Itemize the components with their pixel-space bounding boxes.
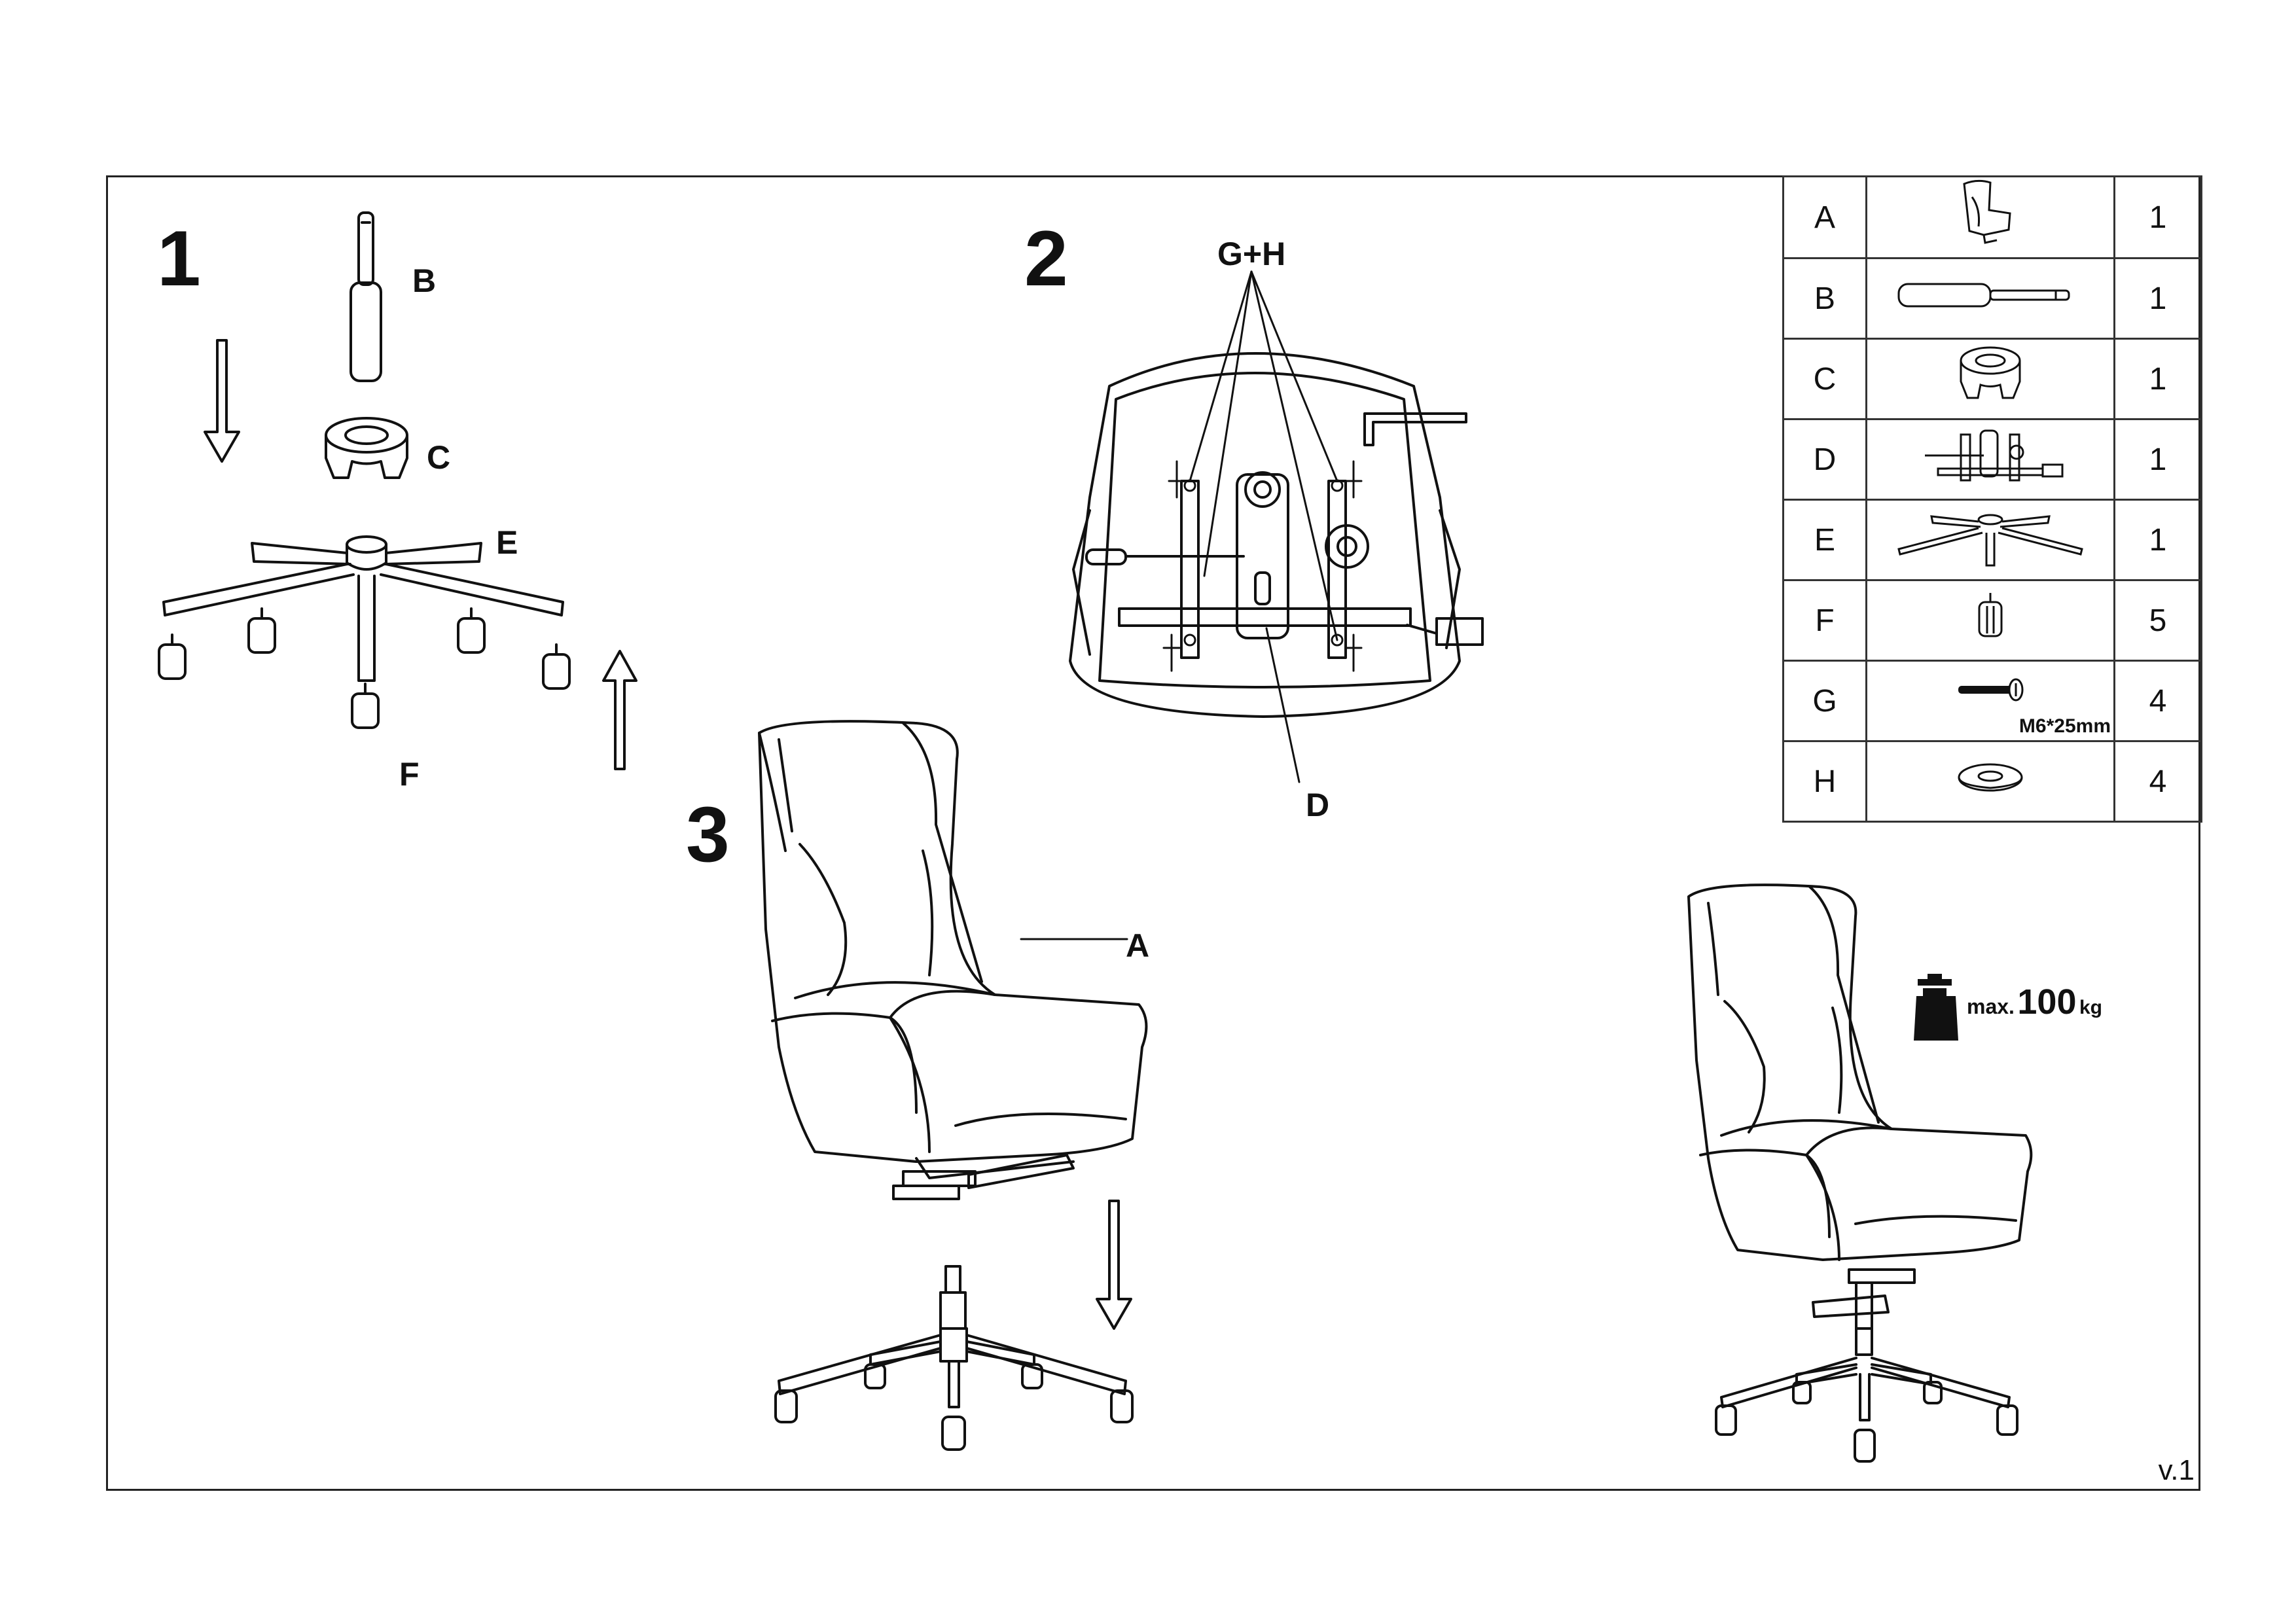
version-label: v.1 [2158,1454,2195,1486]
washer-icon [1865,740,2115,823]
diagram-frame [106,175,2200,1491]
part-qty: 1 [2113,338,2202,420]
part-letter: A [1782,175,1867,259]
parts-row-h: H 4 [1782,740,2202,823]
star-base-drawing [162,535,564,682]
parts-row-a: A 1 [1782,175,2202,259]
part-qty: 1 [2113,257,2202,340]
gas-cylinder-drawing [350,211,382,382]
parts-row-d: D 1 [1782,418,2202,501]
caster-icon [1865,579,2115,662]
mechanism-drawing [1085,412,1484,659]
cylinder-cover-icon [1865,338,2115,420]
screw-icon: M6*25mm [1865,660,2115,742]
step-3-number: 3 [686,791,730,878]
label-part-f: F [399,756,420,793]
step-1-number: 1 [157,215,201,302]
base-drawing-step3 [774,1265,1134,1451]
part-letter: E [1782,499,1867,581]
label-part-a: A [1126,927,1150,964]
arrow-down-step1 [204,339,240,463]
part-qty: 5 [2113,579,2202,662]
label-part-c: C [427,439,451,476]
part-letter: D [1782,418,1867,501]
part-qty: 1 [2113,418,2202,501]
chair-drawing-step3 [758,720,1148,1200]
weight-prefix: max. [1967,995,2015,1018]
star-base-icon [1865,499,2115,581]
part-qty: 4 [2113,740,2202,823]
parts-row-e: E 1 [1782,499,2202,581]
part-letter: H [1782,740,1867,823]
gas-cylinder-icon [1865,257,2115,340]
label-part-d: D [1306,787,1330,823]
parts-table: A 1 B 1 C 1 D [1782,175,2202,823]
parts-row-c: C 1 [1782,338,2202,420]
leader-lines-step2 [1189,270,1338,783]
part-letter: C [1782,338,1867,420]
step-2-number: 2 [1024,215,1068,302]
casters-step1 [158,607,571,729]
screw-spec: M6*25mm [2018,715,2111,737]
screws-step2 [1162,460,1363,672]
part-letter: G [1782,660,1867,742]
parts-row-g: G M6*25mm 4 [1782,660,2202,742]
part-letter: F [1782,579,1867,662]
label-part-e: E [496,524,518,561]
weight-unit: kg [2079,997,2102,1018]
mechanism-icon [1865,418,2115,501]
part-qty: 1 [2113,499,2202,581]
weight-icon [1914,974,1958,1041]
part-letter: B [1782,257,1867,340]
cylinder-cover-drawing [325,417,408,479]
parts-row-b: B 1 [1782,257,2202,340]
weight-value: 100 [2017,982,2077,1022]
arrow-down-step3 [1096,1200,1132,1330]
finished-chair-drawing [1687,883,2033,1463]
max-weight-label: max. 100 kg [1967,982,2102,1022]
part-qty: 4 [2113,660,2202,742]
label-parts-gh: G+H [1217,236,1286,272]
label-part-b: B [412,262,437,299]
arrow-up-step1 [602,650,637,770]
chair-icon [1865,175,2115,259]
parts-row-f: F 5 [1782,579,2202,662]
part-qty: 1 [2113,175,2202,259]
seat-underside-drawing [1069,352,1461,718]
